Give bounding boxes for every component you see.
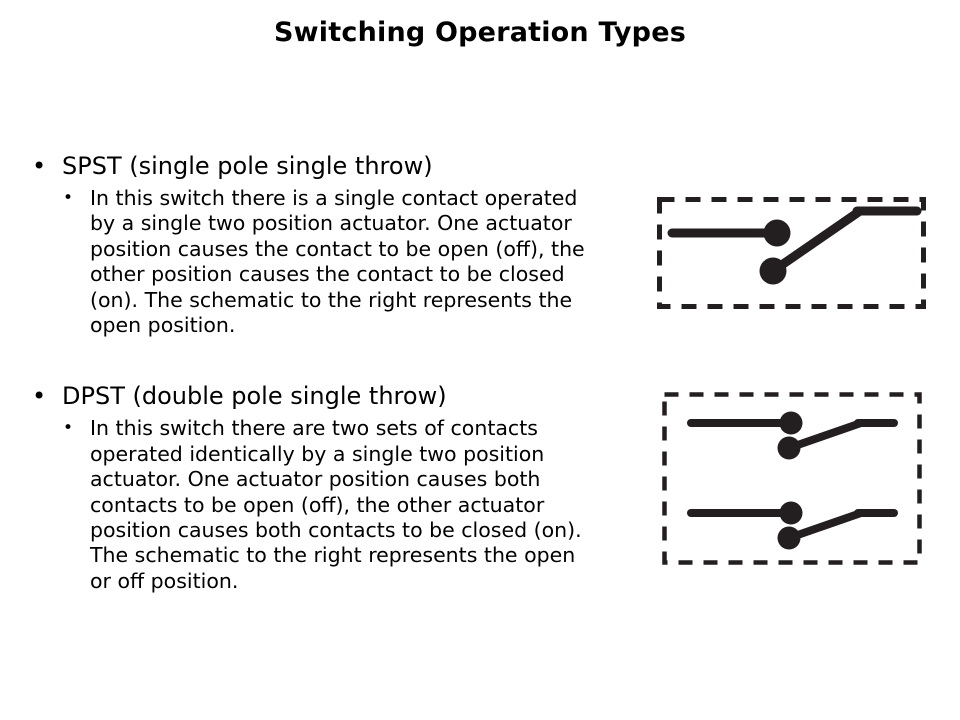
topic-heading-spst: • SPST (single pole single throw) xyxy=(0,150,600,182)
switch-pole-2 xyxy=(687,501,898,550)
sub-bullet-marker-icon: • xyxy=(63,188,74,208)
schematic-dashed-enclosure xyxy=(662,392,922,565)
topic-detail-dpst: • In this switch there are two sets of c… xyxy=(0,416,600,594)
fixed-contact-dot xyxy=(779,501,803,525)
switch-blade-diagonal xyxy=(768,206,865,276)
dpst-switch-schematic xyxy=(655,385,930,571)
page-title: Switching Operation Types xyxy=(274,17,686,48)
topic-detail-label: In this switch there is a single contact… xyxy=(90,186,585,338)
switch-pole-1 xyxy=(687,411,898,460)
spst-switch-schematic xyxy=(650,190,935,315)
switch-blade-diagonal xyxy=(785,509,865,542)
topic-heading-label: SPST (single pole single throw) xyxy=(62,152,433,180)
content-column: • SPST (single pole single throw) • In t… xyxy=(0,150,600,618)
schematic-dashed-enclosure xyxy=(657,197,926,309)
sub-bullet-marker-icon: • xyxy=(63,418,74,439)
switch-blade-diagonal xyxy=(785,419,865,452)
topic-detail-label: In this switch there are two sets of con… xyxy=(90,416,582,593)
topic-block-dpst: • DPST (double pole single throw) • In t… xyxy=(0,380,600,594)
bullet-marker-icon: • xyxy=(32,382,47,411)
topic-heading-label: DPST (double pole single throw) xyxy=(62,382,447,411)
topic-heading-dpst: • DPST (double pole single throw) xyxy=(0,380,600,412)
fixed-contact-dot xyxy=(763,219,791,247)
topic-detail-spst: • In this switch there is a single conta… xyxy=(0,186,600,338)
bullet-marker-icon: • xyxy=(32,152,47,180)
fixed-contact-dot xyxy=(779,411,803,435)
topic-block-spst: • SPST (single pole single throw) • In t… xyxy=(0,150,600,338)
